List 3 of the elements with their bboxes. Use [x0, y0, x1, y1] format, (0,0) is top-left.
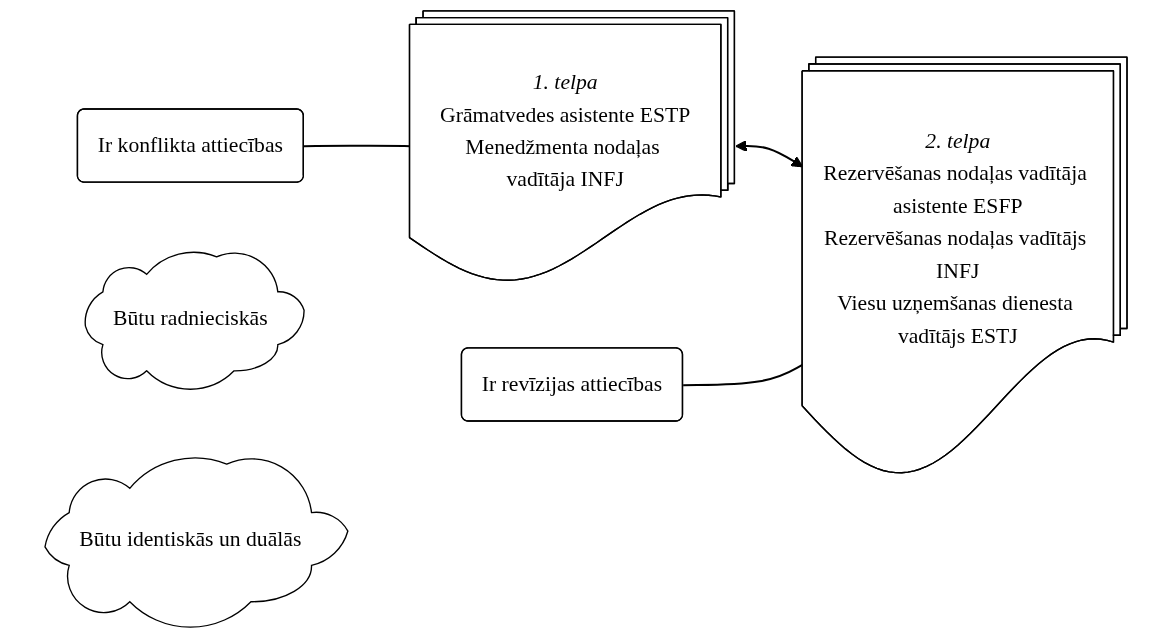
connector — [683, 363, 804, 387]
arrow — [735, 140, 804, 168]
connector — [303, 144, 411, 148]
